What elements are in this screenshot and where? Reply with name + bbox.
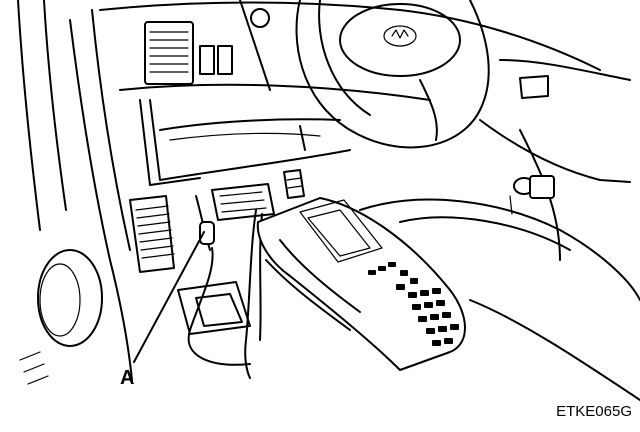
center-console: [479, 59, 631, 261]
steering-wheel: [295, 0, 490, 149]
kick-panel-grille: [129, 195, 175, 273]
callout-label-a: A: [120, 367, 134, 389]
scan-tool: [256, 197, 466, 371]
scan-tool-screen: [299, 199, 383, 263]
instrument-panel: [99, 0, 601, 186]
scan-tool-keypad: [368, 262, 459, 346]
vent-slats: [149, 31, 189, 73]
lower-dash: [149, 99, 351, 186]
hyundai-logo-icon: [383, 25, 417, 47]
diagnostic-cable: [187, 195, 263, 379]
door-speaker: [19, 249, 103, 385]
dlc-connector: [199, 221, 215, 245]
seat: [359, 198, 640, 401]
pedals: [177, 169, 305, 335]
a-pillar: [17, 0, 133, 381]
callout-leader-line: [133, 231, 205, 363]
figure-code: ETKE065G: [556, 403, 632, 420]
